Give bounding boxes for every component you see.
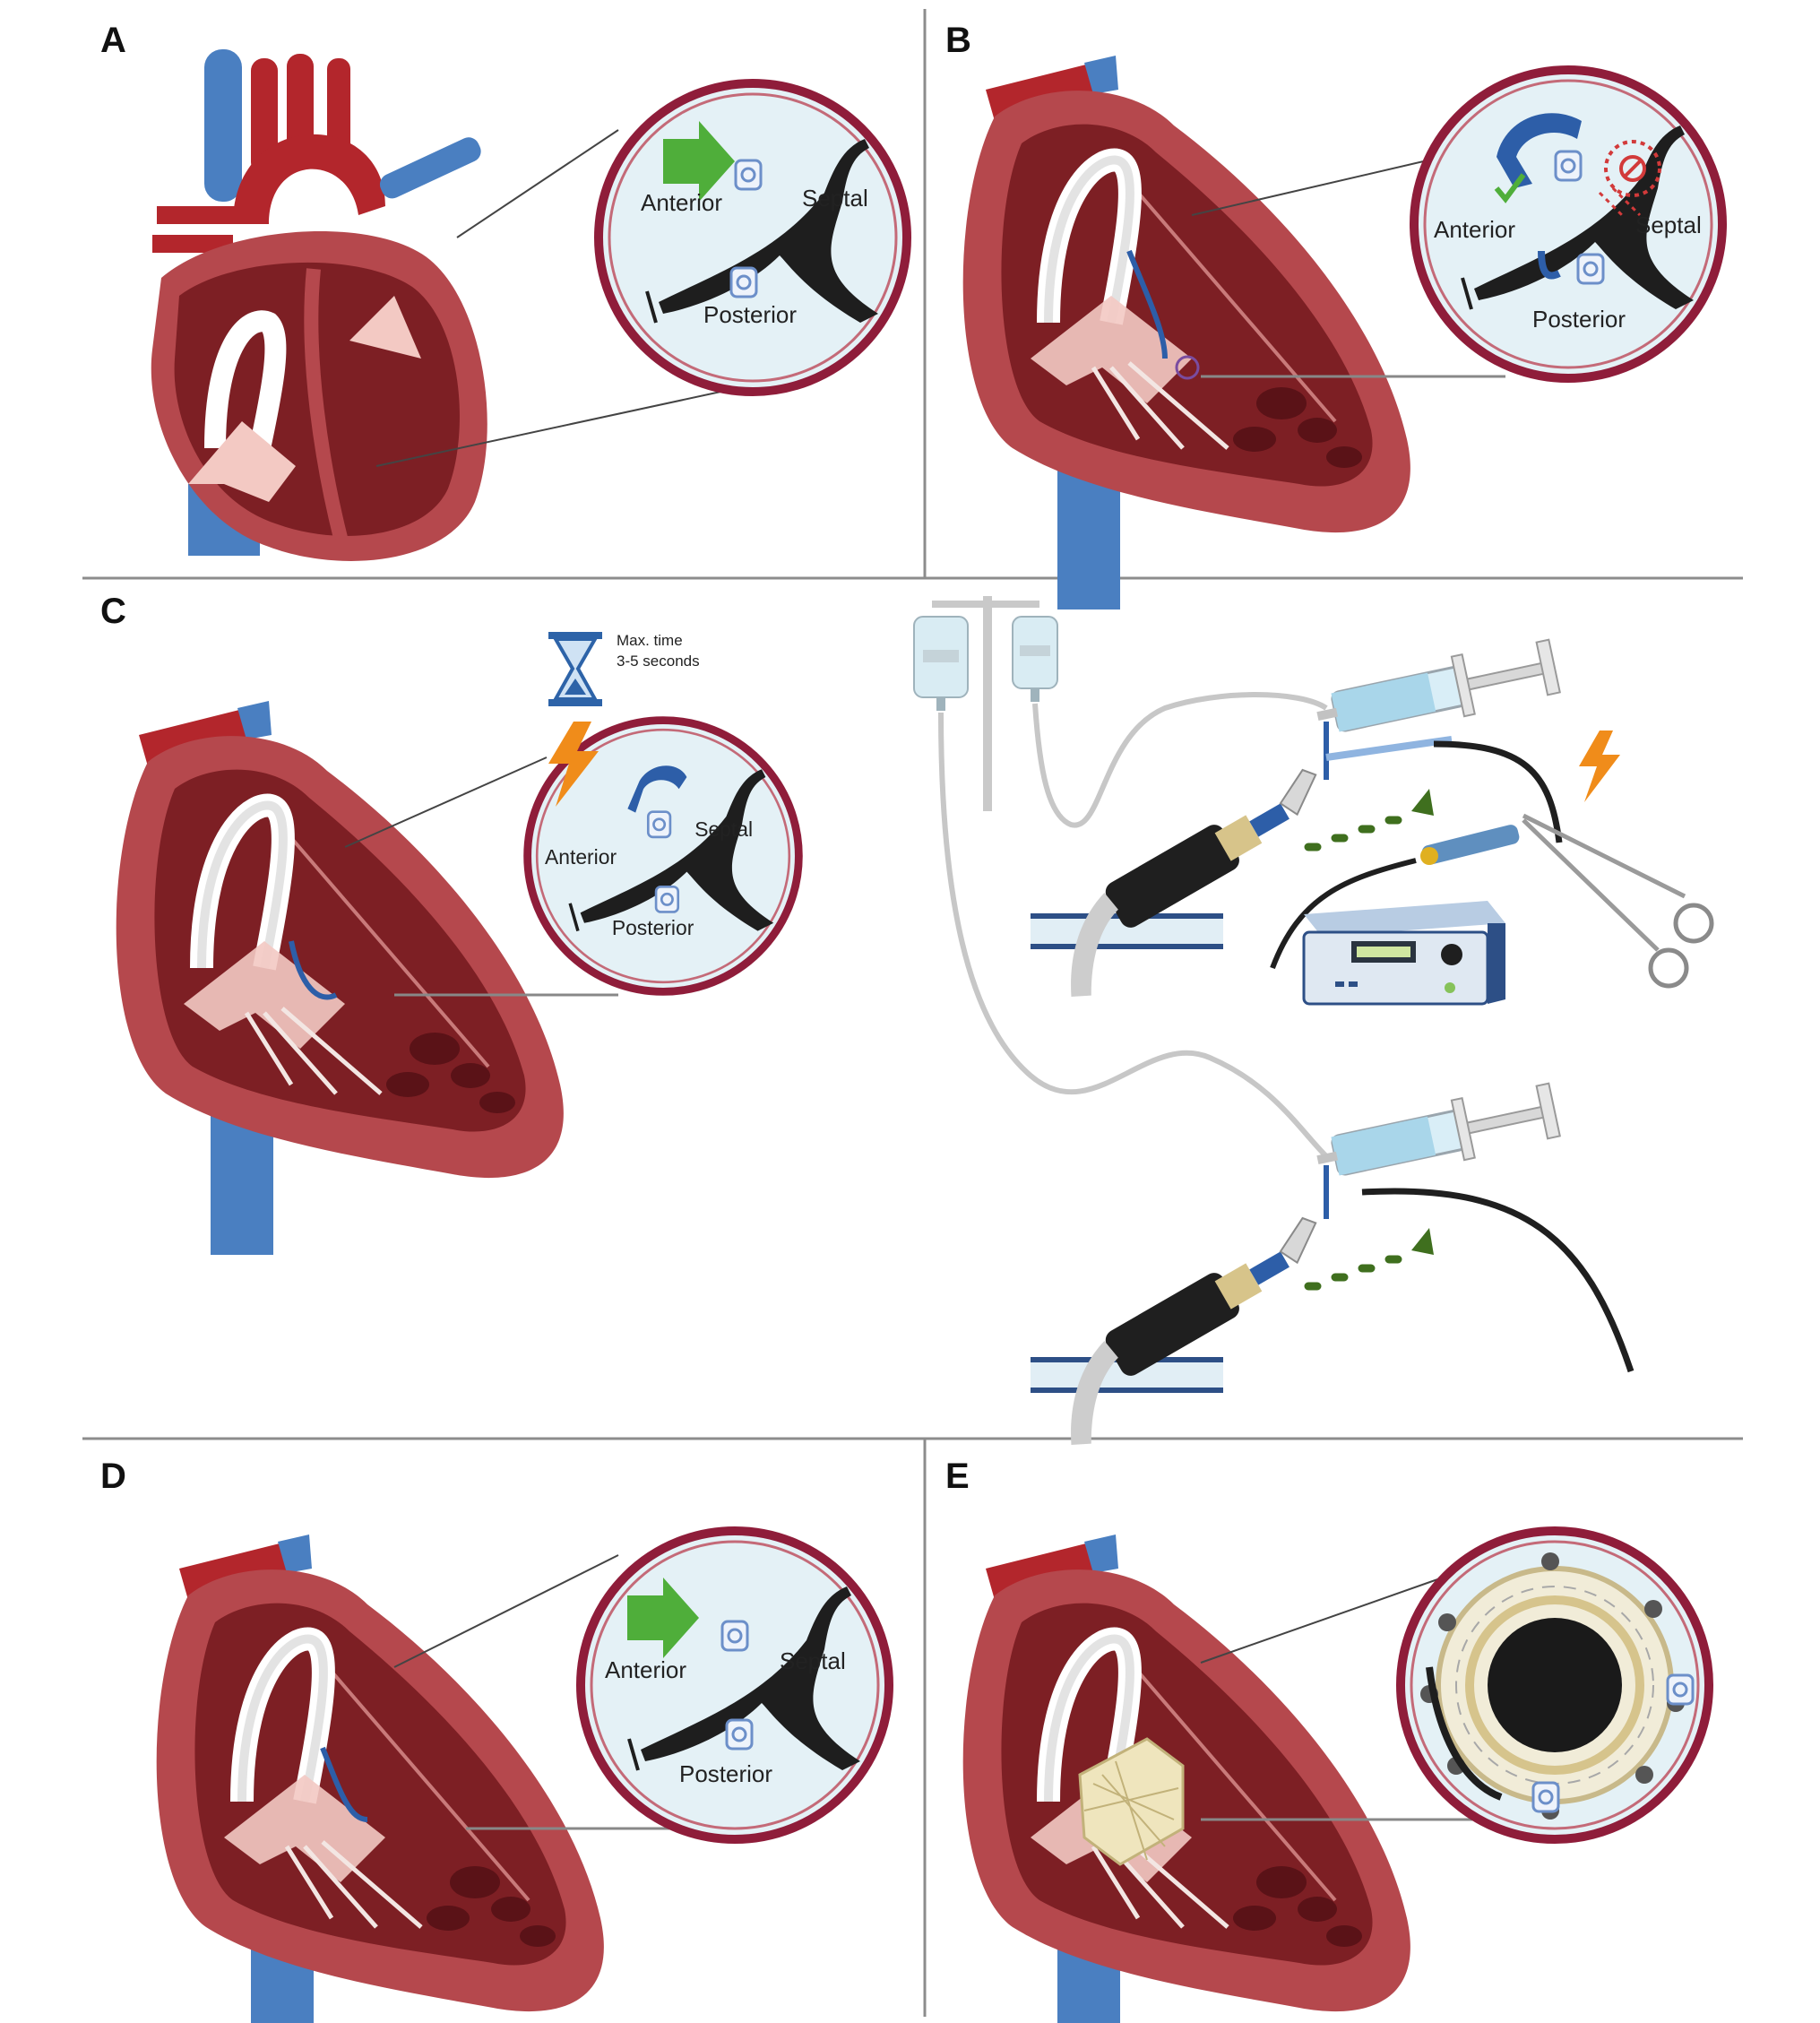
syringe-icon — [1309, 1078, 1563, 1191]
lightning-icon — [1579, 731, 1620, 802]
catheter-handle-lower — [1030, 1213, 1357, 1454]
timer-label-line1: Max. time — [617, 632, 683, 649]
zoom-view-d: Anterior Septal Posterior — [581, 1531, 889, 1839]
clip-device-icon — [654, 886, 680, 913]
panel-c: C Anterior Septal Posterior — [100, 592, 1714, 1454]
panel-e-letter: E — [945, 1457, 970, 1496]
dashed-arrow — [1304, 1255, 1402, 1291]
hourglass-icon — [548, 632, 602, 706]
clip-device-icon — [720, 1620, 749, 1652]
arrow-icon — [627, 1578, 699, 1658]
clip-device-icon — [1554, 150, 1583, 182]
cable — [1361, 1188, 1635, 1373]
lightning-icon — [548, 722, 599, 807]
clip-device-icon — [646, 810, 672, 839]
heart-section-illustration — [157, 1535, 604, 2023]
zoom-line-top — [344, 756, 548, 848]
panel-b-letter: B — [945, 21, 971, 60]
zoom-view-a: Anterior Septal Posterior — [599, 83, 907, 392]
timer-label-line2: 3-5 seconds — [617, 653, 700, 670]
zoom-view-b: Anterior Septal Posterior — [1414, 70, 1722, 378]
panel-d-letter: D — [100, 1457, 126, 1496]
iv-tubing — [1032, 692, 1328, 828]
zoom-view-e — [1401, 1531, 1709, 1839]
clip-device-icon — [1531, 1781, 1560, 1813]
label-anterior: Anterior — [641, 189, 722, 216]
arrow-head — [1411, 1228, 1434, 1255]
panel-a: A Anterior Septal — [100, 21, 907, 561]
dashed-arrow — [1304, 816, 1402, 852]
label-septal: Septal — [802, 185, 868, 212]
syringe-icon — [1309, 635, 1563, 748]
zoom-line-top — [1200, 1577, 1444, 1664]
heart-section-illustration — [963, 1535, 1410, 2023]
iv-bag-icon — [913, 616, 969, 711]
clip-device-icon — [725, 1718, 754, 1751]
label-anterior: Anterior — [605, 1656, 686, 1683]
clip-device-icon — [1666, 1673, 1695, 1706]
heart-full-illustration — [151, 49, 487, 561]
clamp-icon — [1522, 813, 1714, 989]
label-septal: Septal — [1635, 212, 1702, 238]
panel-c-letter: C — [100, 592, 126, 631]
zoom-view-c: Anterior Septal Posterior — [528, 721, 799, 992]
clip-device-icon — [1576, 253, 1605, 285]
label-anterior: Anterior — [1434, 216, 1515, 243]
valve-prosthesis — [1078, 1737, 1185, 1866]
clip-device-icon — [729, 266, 758, 298]
label-anterior: Anterior — [545, 845, 617, 869]
label-septal: Septal — [780, 1647, 846, 1674]
zoom-line-top — [456, 129, 619, 238]
no-symbol-icon — [1604, 140, 1661, 197]
arrow-icon — [663, 121, 735, 202]
heart-section-illustration — [116, 701, 564, 1255]
label-posterior: Posterior — [703, 301, 797, 328]
generator-icon — [1302, 901, 1505, 1006]
panel-b: B Anterior Septal Posterior — [945, 21, 1722, 609]
iv-bag-icon — [1012, 616, 1058, 702]
iv-tubing — [938, 712, 1329, 1159]
label-posterior: Posterior — [679, 1760, 772, 1787]
prosthetic-valve-top-view — [1420, 1552, 1695, 1820]
clip-device-icon — [734, 159, 763, 191]
heart-section-illustration — [963, 56, 1410, 609]
label-posterior: Posterior — [612, 916, 694, 939]
cable — [1433, 740, 1563, 843]
zoom-line-top — [1191, 156, 1444, 216]
panel-a-letter: A — [100, 21, 126, 60]
zoom-line-bottom — [375, 380, 772, 467]
panel-d: D Anterior Septal Posterior — [100, 1457, 889, 2023]
arrow-head — [1411, 789, 1434, 816]
label-septal: Septal — [694, 817, 753, 841]
ablation-probe — [1270, 825, 1520, 970]
checkmark-icon — [1494, 173, 1526, 203]
zoom-line-top — [393, 1554, 619, 1668]
iv-pole — [913, 596, 1058, 811]
panel-e: E — [945, 1457, 1709, 2023]
label-posterior: Posterior — [1532, 306, 1626, 333]
